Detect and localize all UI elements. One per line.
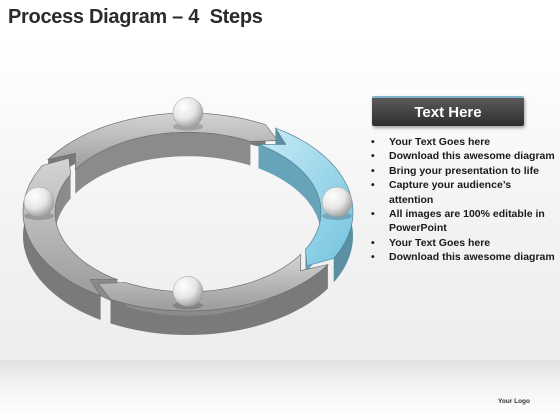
text-here-header: Text Here xyxy=(372,96,524,126)
step-node xyxy=(23,186,55,218)
bullet-item: • Your Text Goes here xyxy=(360,236,556,250)
bullet-icon: • xyxy=(371,150,375,163)
step-node xyxy=(172,276,204,307)
bullet-text: Your Text Goes here xyxy=(389,136,491,148)
bullet-text: All images are 100% editable in PowerPoi… xyxy=(389,208,545,235)
header-label: Text Here xyxy=(414,103,482,121)
segment-inner-wall xyxy=(258,144,321,274)
step-node xyxy=(321,186,353,218)
segment-top-face xyxy=(47,112,279,171)
bullet-text: Download this awesome diagram xyxy=(389,150,555,163)
segment-outer-wall xyxy=(110,264,328,335)
ring-segment xyxy=(97,253,329,335)
text-panel: Text Here • Your Text Goes here • Download… xyxy=(360,96,556,265)
bullet-icon: • xyxy=(371,164,375,177)
floor-reflection xyxy=(0,360,560,420)
segment-top-face xyxy=(97,253,329,312)
segment-top-face xyxy=(258,127,354,267)
bullet-item: • Bring your presentation to life xyxy=(360,164,556,178)
bullet-icon: • xyxy=(371,208,375,221)
bullet-list: • Your Text Goes here • Download this awes… xyxy=(360,135,556,265)
bullet-item: • Capture your audience’s attention xyxy=(360,178,556,207)
segment-inner-wall xyxy=(75,132,251,194)
bullet-text: Download this awesome diagram xyxy=(389,251,555,264)
bullet-icon: • xyxy=(371,251,375,264)
bullet-item: • All images are 100% editable in PowerPo… xyxy=(360,207,556,236)
bullet-item: • Download this awesome diagram xyxy=(360,250,556,264)
bullet-icon: • xyxy=(371,236,375,249)
step-node xyxy=(172,97,204,128)
bullet-item: • Download this awesome diagram xyxy=(360,149,556,163)
ring-segment xyxy=(47,112,279,194)
ring-segment xyxy=(258,127,354,283)
bullet-icon: • xyxy=(371,179,375,192)
slide-title: Process Diagram – 4 Steps xyxy=(8,6,263,28)
bullet-item: • Your Text Goes here xyxy=(360,135,556,149)
bullet-text: Bring your presentation to life xyxy=(389,164,539,177)
logo-text: Your Logo xyxy=(497,398,530,405)
ring-segment xyxy=(22,157,118,320)
bullet-icon: • xyxy=(371,136,375,148)
bullet-text: Your Text Goes here xyxy=(389,236,491,249)
segment-outer-wall xyxy=(23,165,101,320)
bullet-text: Capture your audience’s attention xyxy=(389,179,512,206)
